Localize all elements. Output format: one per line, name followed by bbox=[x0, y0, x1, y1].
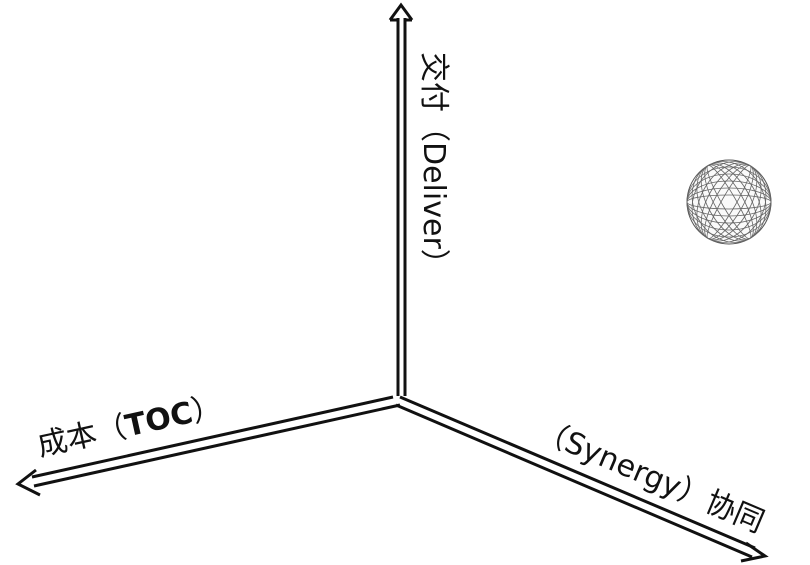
right-axis bbox=[395, 395, 769, 563]
vertical-axis bbox=[388, 2, 414, 396]
left-axis-arrowhead bbox=[15, 468, 41, 497]
sphere-wire-2-5 bbox=[691, 161, 767, 243]
right-axis-line-top bbox=[399, 395, 756, 550]
right-axis-line-bottom bbox=[395, 403, 753, 559]
wireframe-sphere-icon bbox=[686, 159, 772, 245]
vertical-axis-label: 交付（Deliver） bbox=[416, 52, 451, 279]
sphere-wires bbox=[686, 161, 772, 243]
sphere-wire-0-5 bbox=[686, 166, 772, 238]
left-axis-label: 成本（TOC） bbox=[34, 389, 225, 464]
left-axis-label-prefix: 成本（ bbox=[34, 410, 129, 464]
right-axis-arrowhead bbox=[740, 541, 769, 563]
vertical-axis-label-prefix: 交付 bbox=[416, 52, 451, 112]
sphere-wire-1-5 bbox=[691, 161, 767, 243]
left-axis-label-suffix: ） bbox=[188, 389, 225, 430]
vertical-axis-label-paren: （Deliver） bbox=[416, 112, 451, 279]
vertical-axis-arrowhead bbox=[388, 2, 414, 21]
left-axis bbox=[15, 395, 401, 497]
left-axis-line-top bbox=[31, 395, 394, 479]
left-axis-label-bold: TOC bbox=[122, 395, 196, 444]
left-axis-line-bottom bbox=[33, 403, 401, 488]
